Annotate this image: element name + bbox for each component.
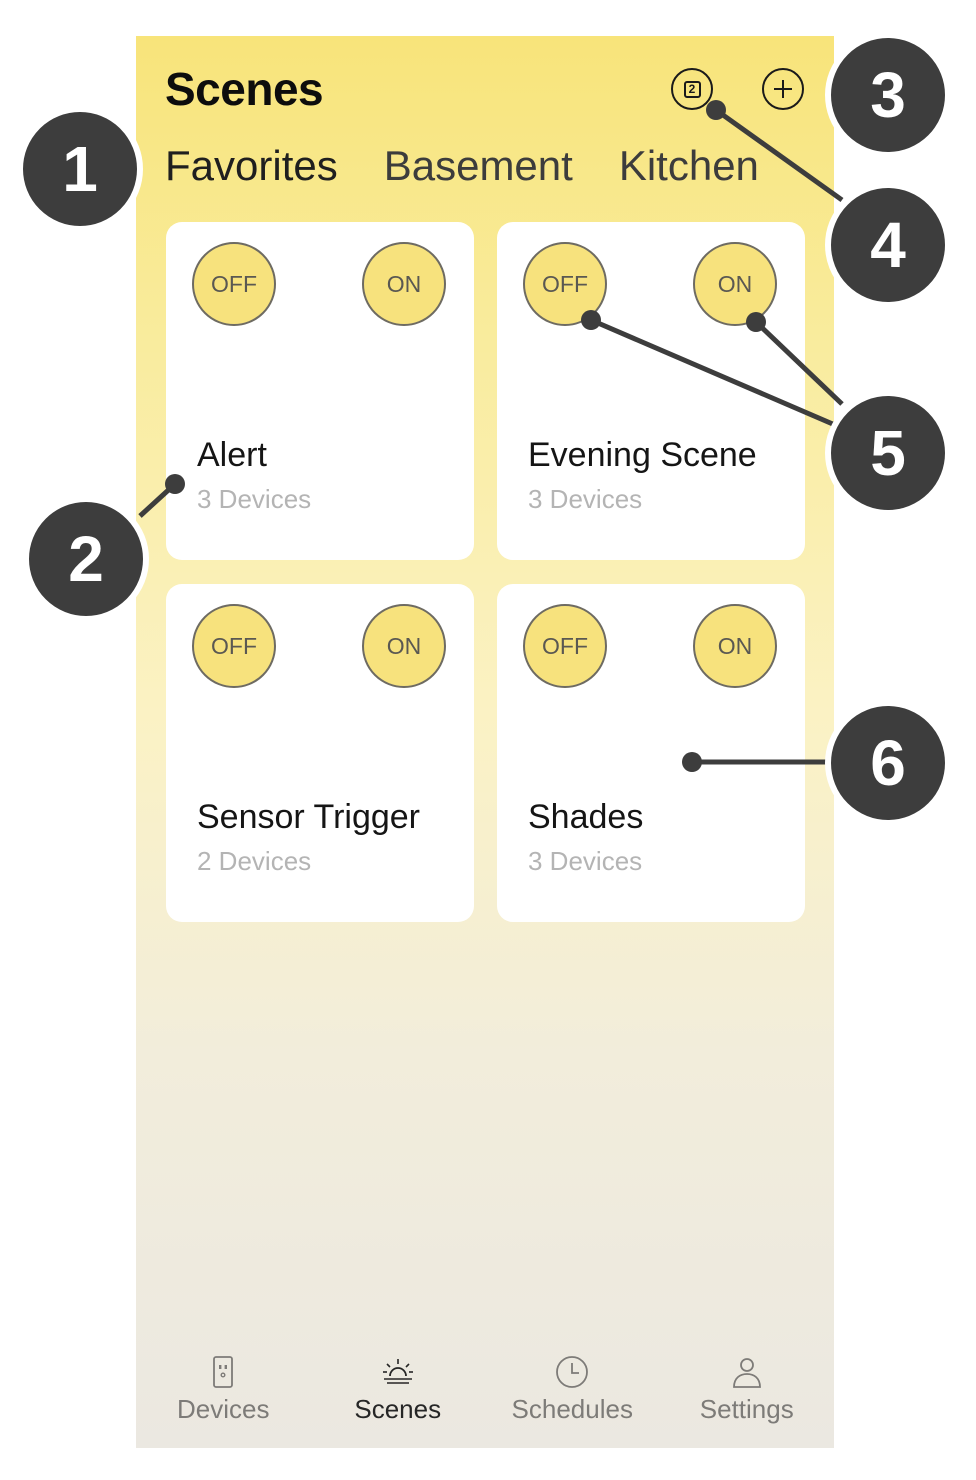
scene-device-count: 2 Devices	[197, 846, 312, 876]
scene-off-button[interactable]: OFF	[523, 242, 607, 326]
scene-off-button[interactable]: OFF	[523, 604, 607, 688]
nav-label: Scenes	[354, 1394, 442, 1424]
nav-devices[interactable]: Devices	[136, 1348, 311, 1448]
scenes-screen: Scenes 2 Favorites Basement Kitchen OFF …	[136, 36, 834, 1448]
scene-device-count: 3 Devices	[528, 484, 643, 514]
tab-basement[interactable]: Basement	[383, 142, 573, 189]
scene-on-button[interactable]: ON	[362, 604, 446, 688]
callout-badge: 2	[23, 496, 149, 622]
nav-label: Settings	[699, 1394, 794, 1424]
scene-device-count: 3 Devices	[197, 484, 312, 514]
nav-label: Schedules	[511, 1394, 633, 1424]
scene-name: Sensor Trigger	[197, 798, 420, 836]
outlet-icon	[213, 1356, 234, 1388]
nav-label: Devices	[177, 1394, 270, 1424]
scene-card-evening-scene[interactable]: OFF ON Evening Scene 3 Devices	[497, 222, 805, 560]
person-icon	[732, 1358, 761, 1388]
callout-badge: 3	[825, 32, 951, 158]
scene-name: Evening Scene	[528, 436, 757, 474]
callout-badge: 5	[825, 390, 951, 516]
add-scene-button[interactable]	[762, 68, 804, 110]
sunrise-icon	[382, 1359, 413, 1384]
callout-badge: 6	[825, 700, 951, 826]
counter-badge: 2	[683, 80, 701, 98]
scene-card-sensor-trigger[interactable]: OFF ON Sensor Trigger 2 Devices	[166, 584, 474, 922]
tab-favorites[interactable]: Favorites	[165, 142, 338, 189]
scene-on-button[interactable]: ON	[693, 242, 777, 326]
tab-kitchen[interactable]: Kitchen	[618, 142, 759, 189]
room-tabs: Favorites Basement Kitchen	[165, 142, 759, 190]
scene-card-shades[interactable]: OFF ON Shades 3 Devices	[497, 584, 805, 922]
counter-icon[interactable]: 2	[671, 68, 713, 110]
scene-device-count: 3 Devices	[528, 846, 643, 876]
scene-name: Shades	[528, 798, 644, 836]
plus-icon	[774, 80, 792, 98]
nav-settings[interactable]: Settings	[660, 1348, 835, 1448]
scene-on-button[interactable]: ON	[362, 242, 446, 326]
scene-card-alert[interactable]: OFF ON Alert 3 Devices	[166, 222, 474, 560]
page-title: Scenes	[165, 63, 324, 115]
nav-scenes[interactable]: Scenes	[311, 1348, 486, 1448]
scene-on-button[interactable]: ON	[693, 604, 777, 688]
clock-icon	[556, 1356, 589, 1388]
scene-name: Alert	[197, 436, 267, 474]
callout-badge: 4	[825, 182, 951, 308]
nav-schedules[interactable]: Schedules	[485, 1348, 660, 1448]
callout-badge: 1	[17, 106, 143, 232]
bottom-nav: Devices Scenes Schedules	[136, 1348, 834, 1448]
scene-off-button[interactable]: OFF	[192, 242, 276, 326]
scene-off-button[interactable]: OFF	[192, 604, 276, 688]
